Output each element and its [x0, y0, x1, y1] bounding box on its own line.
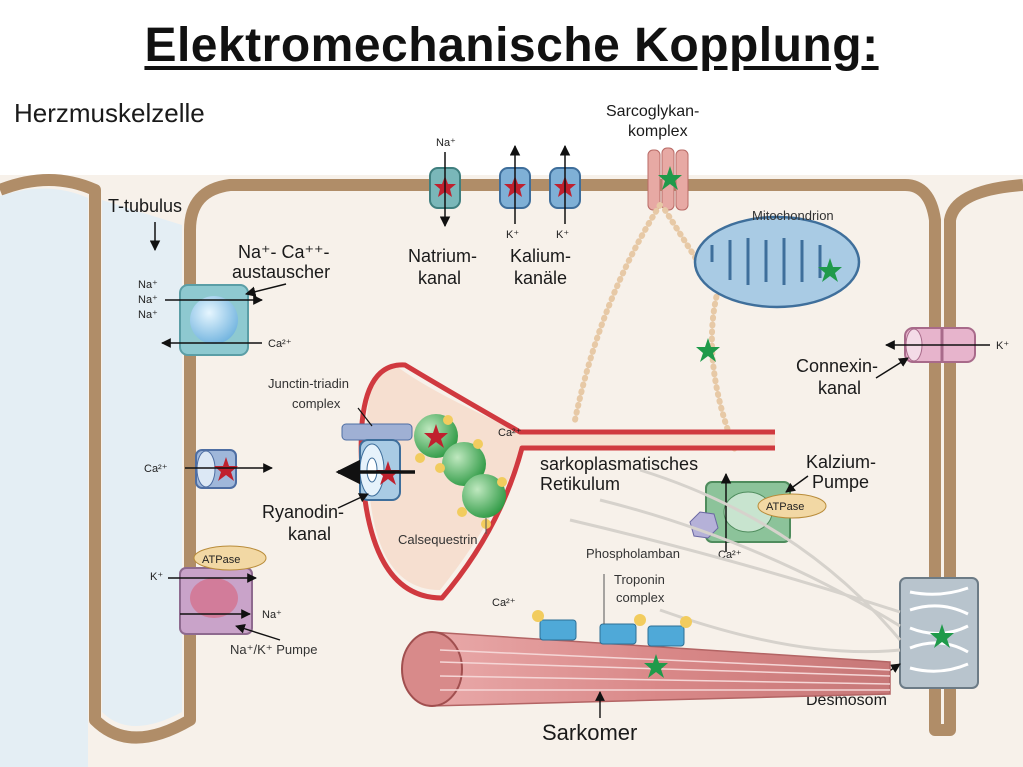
nca-label-2: austauscher [232, 262, 330, 282]
mitochondrion [693, 215, 861, 309]
troponin-label-2: complex [616, 590, 665, 605]
natrium-channel [429, 152, 461, 228]
kalzium-pointer [785, 475, 809, 493]
junctin-label-2: complex [292, 396, 341, 411]
troponin-label-1: Troponin [614, 572, 665, 587]
natrium-label-1: Natrium- [408, 246, 477, 266]
na-ion-2: Na⁺ [138, 294, 158, 306]
sarcoglykan-label-1: Sarcoglykan- [606, 103, 699, 120]
kalium-channel-1 [499, 144, 531, 224]
sarkomer [401, 631, 891, 707]
ryanodin-channel [359, 439, 401, 501]
junctin-triadin-bar [341, 423, 413, 441]
connexin-label-2: kanal [818, 378, 861, 398]
sarcoglykan-label-2: komplex [628, 123, 688, 140]
kalzium-label-1: Kalzium- [806, 452, 876, 472]
kalium-channel-2 [549, 144, 581, 224]
natrium-label-2: kanal [418, 268, 461, 288]
na-k-pump [179, 545, 267, 635]
kalium-label-1: Kalium- [510, 246, 571, 266]
ryanodin-label-2: kanal [288, 524, 331, 544]
ca-ion-label-2: Ca²⁺ [144, 463, 168, 475]
na-ion-label-4: Na⁺ [262, 609, 282, 621]
phospholamban-label: Phospholamban [586, 546, 680, 561]
calsequestrin-label: Calsequestrin [398, 532, 478, 547]
junctin-pointer [357, 407, 373, 427]
ca-ion-sr: Ca²⁺ [498, 427, 522, 439]
nca-label-1: Na⁺- Ca⁺⁺- [238, 242, 330, 262]
ryanodin-pointer [337, 493, 369, 509]
ryanodin-label-1: Ryanodin- [262, 502, 344, 522]
ca-ion-troponin: Ca²⁺ [492, 597, 516, 609]
subtitle: Herzmuskelzelle [14, 98, 205, 128]
connexin-pointer [875, 357, 909, 379]
ca-ion-label-1: Ca²⁺ [268, 338, 292, 350]
junctin-label-1: Junctin-triadin [268, 376, 349, 391]
sarkomer-label: Sarkomer [542, 720, 637, 745]
cytoplasm-star [696, 338, 720, 362]
kalzium-pumpe [689, 472, 827, 552]
intermediate-filaments [569, 468, 902, 654]
page-title: Elektromechanische Kopplung: [144, 19, 879, 72]
na-ca-exchanger [179, 284, 249, 356]
sarcoglykan-complex [647, 147, 689, 211]
calsequestrin-cluster [414, 414, 507, 529]
nak-pump-label: Na⁺/K⁺ Pumpe [230, 642, 317, 657]
k-ion-channel-2: K⁺ [556, 229, 569, 241]
atpase-label-1: ATPase [202, 554, 240, 566]
t-tubulus-label: T-tubulus [108, 196, 182, 216]
k-ion-connexin: K⁺ [996, 340, 1009, 352]
nak-pointer [235, 624, 281, 641]
desmosom [899, 577, 979, 689]
mitochondrion-label: Mitochondrion [752, 208, 834, 223]
na-ion-1: Na⁺ [138, 279, 158, 291]
connexin-label-1: Connexin- [796, 356, 878, 376]
nca-pointer [244, 283, 287, 297]
ca-channel-star [214, 457, 238, 481]
sr-label-1: sarkoplasmatisches [540, 454, 698, 474]
kalium-label-2: kanäle [514, 268, 567, 288]
atpase-label-2: ATPase [766, 501, 804, 513]
k-ion-label-1: K⁺ [150, 571, 163, 583]
na-ion-3: Na⁺ [138, 309, 158, 321]
sr-label-2: Retikulum [540, 474, 620, 494]
kalzium-label-2: Pumpe [812, 472, 869, 492]
na-ion-top: Na⁺ [436, 137, 456, 149]
k-ion-channel-1: K⁺ [506, 229, 519, 241]
troponin-complex [532, 610, 692, 647]
